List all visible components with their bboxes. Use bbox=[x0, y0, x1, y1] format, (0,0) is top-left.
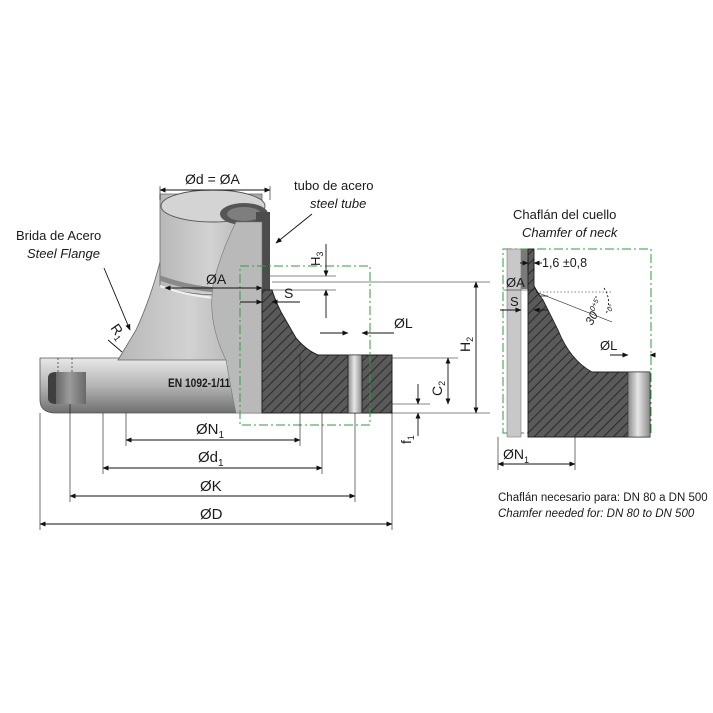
flange-label-es: Brida de Acero bbox=[16, 228, 101, 243]
standard-stamp: EN 1092-1/11 bbox=[168, 377, 230, 390]
dim-k: ØK bbox=[69, 404, 356, 502]
dim-k-label: ØK bbox=[200, 478, 222, 495]
dim-s-label: S bbox=[284, 285, 293, 301]
detail-a-label: ØA bbox=[506, 275, 525, 290]
detail-angle-tol-minus: 0° bbox=[606, 303, 616, 313]
dim-h3-label: H3 bbox=[308, 252, 325, 266]
dim-d-label: ØD bbox=[200, 506, 223, 523]
tube-callout: tubo de acero steel tube bbox=[275, 178, 374, 244]
dim-c2: C2 bbox=[392, 357, 458, 405]
dim-a: ØA bbox=[164, 271, 263, 291]
detail-angle-label: 300+5° bbox=[581, 295, 608, 327]
dim-l: ØL bbox=[320, 315, 413, 336]
dim-d-eq-a-label: Ød = ØA bbox=[185, 171, 241, 187]
dim-a-label: ØA bbox=[206, 271, 227, 287]
dim-s: S bbox=[240, 285, 300, 305]
detail-gap-label: 1,6 ±0,8 bbox=[542, 256, 587, 270]
detail-n1-label: ØN1 bbox=[503, 446, 529, 465]
detail-s-label: S bbox=[510, 294, 519, 309]
dim-f1: f1 bbox=[392, 384, 430, 444]
dim-h2-label: H2 bbox=[457, 337, 475, 352]
dim-c2-label: C2 bbox=[429, 381, 447, 396]
detail-chamfer: Chaflán del cuello Chamfer of neck 1,6 ±… bbox=[497, 207, 708, 520]
centerline-box bbox=[239, 265, 371, 426]
dim-f1-label: f1 bbox=[398, 435, 416, 444]
dim-d: ØD bbox=[39, 413, 393, 530]
flange-body bbox=[39, 189, 393, 414]
flange-label-en: Steel Flange bbox=[27, 246, 100, 261]
detail-l-label: ØL bbox=[600, 338, 617, 353]
dim-n1-label: ØN1 bbox=[196, 421, 225, 441]
dim-r1-label: R1 bbox=[106, 321, 129, 344]
dim-h2: H2 bbox=[272, 281, 490, 414]
dim-n1: ØN1 bbox=[125, 413, 301, 446]
detail-title-en: Chamfer of neck bbox=[522, 225, 619, 240]
tube-label-es: tubo de acero bbox=[294, 178, 374, 193]
tube-label-en: steel tube bbox=[310, 196, 366, 211]
dim-d1-label: Ød1 bbox=[198, 449, 224, 469]
detail-note-en: Chamfer needed for: DN 80 to DN 500 bbox=[498, 508, 695, 520]
dim-d-eq-a: Ød = ØA bbox=[159, 171, 271, 200]
dim-d1: Ød1 bbox=[102, 413, 323, 474]
flange-callout: Brida de Acero Steel Flange bbox=[16, 228, 131, 331]
dim-h3: H3 bbox=[270, 244, 336, 318]
dim-l-label: ØL bbox=[394, 315, 413, 331]
detail-note-es: Chaflán necesario para: DN 80 a DN 500 bbox=[498, 492, 708, 504]
detail-title-es: Chaflán del cuello bbox=[513, 207, 616, 222]
